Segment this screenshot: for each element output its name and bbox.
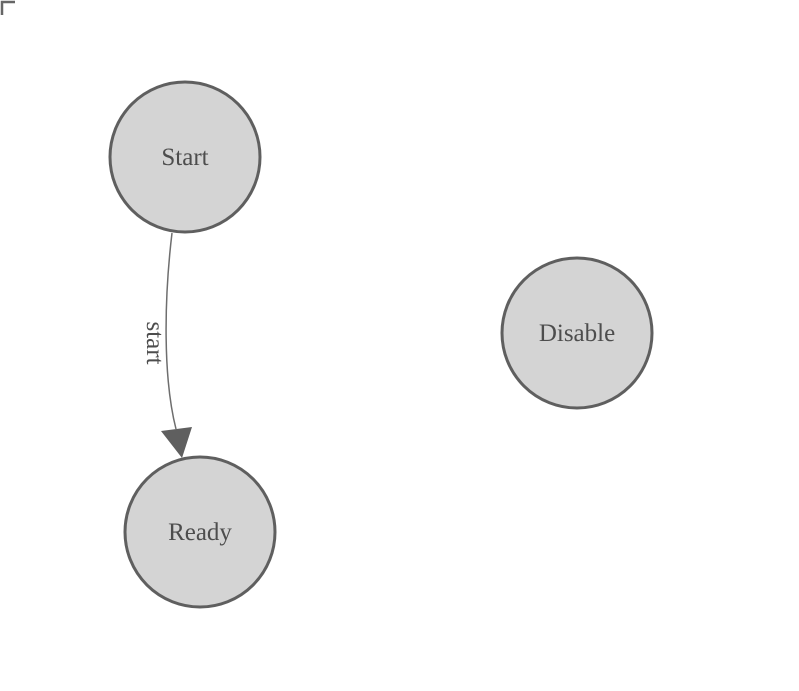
state-circle[interactable] — [108, 80, 262, 234]
state-circle[interactable] — [500, 256, 654, 410]
state-label: Start — [161, 144, 208, 171]
corner-bracket-icon — [0, 0, 15, 15]
edge-label: start — [141, 321, 168, 364]
state-node-start[interactable]: Start — [108, 80, 262, 234]
arrowhead-icon — [161, 427, 192, 458]
state-node-disable[interactable]: Disable — [500, 256, 654, 410]
edges-layer: start — [141, 232, 192, 458]
transition-edge-start-to-ready[interactable]: start — [141, 232, 192, 458]
state-node-ready[interactable]: Ready — [123, 455, 277, 609]
state-label: Ready — [168, 519, 232, 546]
state-circle[interactable] — [123, 455, 277, 609]
edge-path[interactable] — [165, 232, 177, 430]
state-label: Disable — [539, 320, 615, 347]
